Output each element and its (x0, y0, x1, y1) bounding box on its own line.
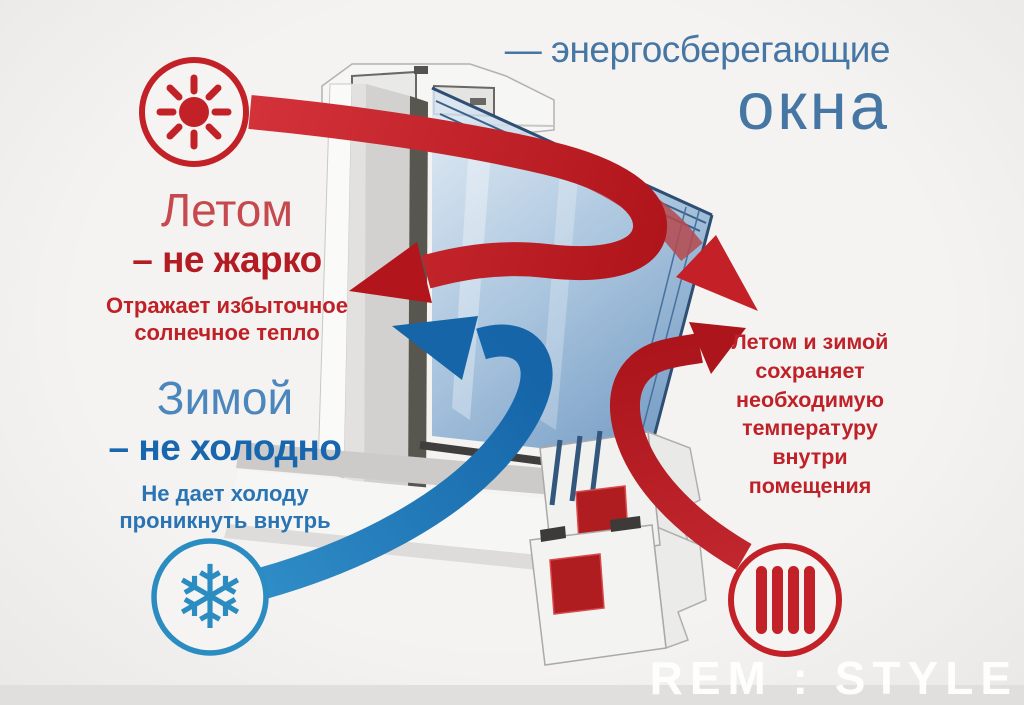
winter-cold-block-arrow-head (392, 316, 478, 380)
summer-subheading: – не жарко (132, 239, 322, 281)
page-title: — энергосберегающие окна (370, 29, 891, 144)
summer-text-block: Летом – не жарко Отражает избыточное сол… (77, 186, 377, 347)
winter-heading: Зимой (156, 372, 294, 424)
summer-reflect-arrow-head (349, 242, 432, 303)
winter-text-block: Зимой – не холодно Не дает холоду проник… (75, 374, 375, 535)
bottom-strip (0, 685, 1024, 705)
radiator-icon (728, 543, 842, 657)
snowflake-icon: ❄ (151, 538, 269, 656)
winter-subheading: – не холодно (108, 427, 342, 469)
winter-description: Не дает холоду проникнуть внутрь (119, 480, 331, 533)
summer-reflect-arrow (248, 95, 667, 303)
snowflake-glyph: ❄ (173, 546, 247, 649)
indoor-heat-keep-arrow-head (689, 322, 746, 374)
winter-cold-block-arrow (259, 316, 553, 599)
summer-heading: Летом (160, 184, 293, 236)
window-bottom-profile-cut (529, 430, 707, 666)
watermark: REM : STYLE (649, 652, 1018, 704)
indoor-heat-keep-arrow (610, 322, 752, 570)
summer-description: Отражает избыточное солнечное тепло (106, 292, 348, 345)
title-line-2: окна (737, 68, 890, 144)
title-line-1: — энергосберегающие (504, 29, 891, 70)
sun-icon (139, 57, 249, 167)
all-season-description: Летом и зимой сохраняет необходимую темп… (731, 330, 889, 498)
